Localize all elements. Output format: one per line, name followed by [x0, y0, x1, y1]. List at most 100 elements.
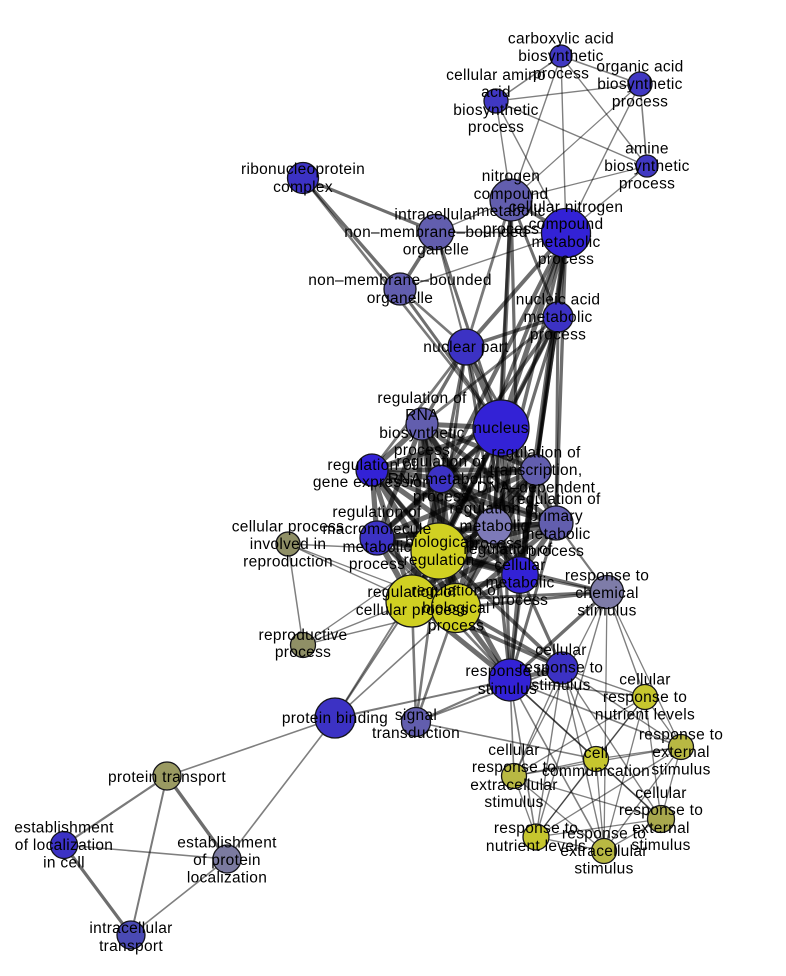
- svg-text:localization: localization: [187, 870, 267, 887]
- svg-text:organic acid: organic acid: [596, 59, 683, 76]
- svg-text:regulation of: regulation of: [463, 541, 553, 558]
- svg-text:DNA–dependent: DNA–dependent: [477, 480, 596, 497]
- svg-text:process: process: [533, 66, 589, 83]
- svg-text:cellular: cellular: [535, 642, 587, 659]
- svg-text:regulation of: regulation of: [491, 445, 581, 462]
- svg-text:carboxylic acid: carboxylic acid: [508, 31, 614, 48]
- svg-text:metabolic: metabolic: [485, 575, 554, 592]
- svg-text:process: process: [612, 94, 668, 111]
- svg-text:signal: signal: [395, 707, 437, 724]
- svg-text:process: process: [483, 221, 539, 238]
- svg-text:stimulus: stimulus: [531, 677, 590, 694]
- svg-text:response to: response to: [562, 826, 646, 843]
- svg-text:compound: compound: [474, 186, 549, 203]
- svg-text:extracellular: extracellular: [560, 843, 647, 860]
- svg-text:protein transport: protein transport: [108, 769, 226, 786]
- svg-text:protein binding: protein binding: [282, 710, 388, 727]
- svg-text:gene expression: gene expression: [313, 474, 431, 491]
- svg-text:process: process: [619, 176, 675, 193]
- svg-text:of localization: of localization: [15, 837, 113, 854]
- svg-text:reproductive: reproductive: [259, 627, 348, 644]
- svg-text:response to: response to: [465, 663, 549, 680]
- svg-text:transduction: transduction: [372, 725, 460, 742]
- svg-text:metabolic: metabolic: [459, 518, 528, 535]
- svg-text:RNA: RNA: [405, 407, 439, 424]
- svg-text:communication: communication: [542, 763, 650, 780]
- svg-text:cellular: cellular: [635, 785, 687, 802]
- svg-text:process: process: [530, 327, 586, 344]
- svg-text:amine: amine: [625, 141, 669, 158]
- svg-text:primary: primary: [529, 508, 583, 525]
- svg-text:regulation of: regulation of: [449, 501, 539, 518]
- svg-text:RNA metabolic: RNA metabolic: [388, 471, 494, 488]
- svg-text:stimulus: stimulus: [478, 681, 537, 698]
- svg-text:biosynthetic: biosynthetic: [518, 48, 603, 65]
- svg-text:metabolic: metabolic: [523, 309, 592, 326]
- svg-text:regulation of: regulation of: [367, 584, 457, 601]
- svg-text:biosynthetic: biosynthetic: [379, 425, 464, 442]
- svg-text:stimulus: stimulus: [574, 861, 633, 878]
- svg-text:macromolecule: macromolecule: [323, 521, 432, 538]
- svg-text:establishment: establishment: [14, 820, 114, 837]
- svg-text:transport: transport: [99, 938, 163, 955]
- svg-text:process: process: [466, 536, 522, 553]
- svg-text:regulation: regulation: [403, 552, 474, 569]
- svg-text:biosynthetic: biosynthetic: [604, 158, 689, 175]
- svg-text:nucleus: nucleus: [473, 420, 529, 437]
- svg-text:compound: compound: [529, 216, 604, 233]
- svg-text:response to: response to: [494, 820, 578, 837]
- svg-text:biosynthetic: biosynthetic: [453, 102, 538, 119]
- svg-text:cellular: cellular: [619, 672, 671, 689]
- svg-text:cell: cell: [584, 745, 608, 762]
- svg-text:external: external: [632, 820, 690, 837]
- svg-text:regulation of: regulation of: [377, 390, 467, 407]
- svg-text:biological: biological: [422, 600, 490, 617]
- svg-text:non–membrane–bounded: non–membrane–bounded: [344, 224, 528, 241]
- svg-text:metabolic: metabolic: [342, 539, 411, 556]
- svg-text:response to: response to: [565, 568, 649, 585]
- svg-text:organelle: organelle: [367, 290, 433, 307]
- svg-text:external: external: [652, 744, 710, 761]
- svg-text:cellular: cellular: [488, 742, 540, 759]
- svg-text:regulation of: regulation of: [396, 454, 486, 471]
- svg-text:stimulus: stimulus: [651, 762, 710, 779]
- svg-text:nutrient levels: nutrient levels: [486, 838, 586, 855]
- svg-text:response to: response to: [639, 727, 723, 744]
- svg-text:nutrient levels: nutrient levels: [595, 707, 695, 724]
- svg-text:response to: response to: [603, 689, 687, 706]
- svg-text:biological: biological: [405, 534, 473, 551]
- svg-text:process: process: [428, 618, 484, 635]
- svg-text:extracellular: extracellular: [470, 777, 557, 794]
- svg-text:organelle: organelle: [403, 242, 469, 259]
- svg-text:regulation of: regulation of: [411, 583, 501, 600]
- svg-text:nucleic acid: nucleic acid: [516, 292, 601, 309]
- svg-text:process: process: [413, 489, 469, 506]
- svg-text:non–membrane–bounded: non–membrane–bounded: [308, 272, 492, 289]
- svg-text:in cell: in cell: [43, 855, 85, 872]
- svg-text:regulation of: regulation of: [327, 457, 417, 474]
- svg-text:metabolic: metabolic: [531, 234, 600, 251]
- svg-text:process: process: [528, 543, 584, 560]
- svg-text:process: process: [349, 556, 405, 573]
- svg-text:intracellular: intracellular: [89, 920, 172, 937]
- svg-text:intracellular: intracellular: [394, 207, 477, 224]
- svg-text:metabolic: metabolic: [476, 203, 545, 220]
- svg-text:nuclear part: nuclear part: [423, 339, 509, 356]
- svg-text:establishment: establishment: [177, 835, 277, 852]
- svg-text:cellular: cellular: [494, 557, 546, 574]
- svg-text:response to: response to: [519, 660, 603, 677]
- svg-text:stimulus: stimulus: [631, 837, 690, 854]
- svg-text:cellular process: cellular process: [232, 519, 344, 536]
- svg-text:response to: response to: [472, 759, 556, 776]
- svg-text:process: process: [468, 119, 524, 136]
- svg-text:biosynthetic: biosynthetic: [597, 76, 682, 93]
- svg-text:chemical: chemical: [575, 585, 639, 602]
- svg-text:complex: complex: [273, 179, 333, 196]
- svg-text:reproduction: reproduction: [243, 554, 333, 571]
- svg-text:metabolic: metabolic: [521, 526, 590, 543]
- svg-text:process: process: [275, 644, 331, 661]
- svg-text:regulation of: regulation of: [332, 504, 422, 521]
- svg-text:stimulus: stimulus: [484, 794, 543, 811]
- svg-text:nitrogen: nitrogen: [482, 168, 540, 185]
- svg-text:stimulus: stimulus: [577, 603, 636, 620]
